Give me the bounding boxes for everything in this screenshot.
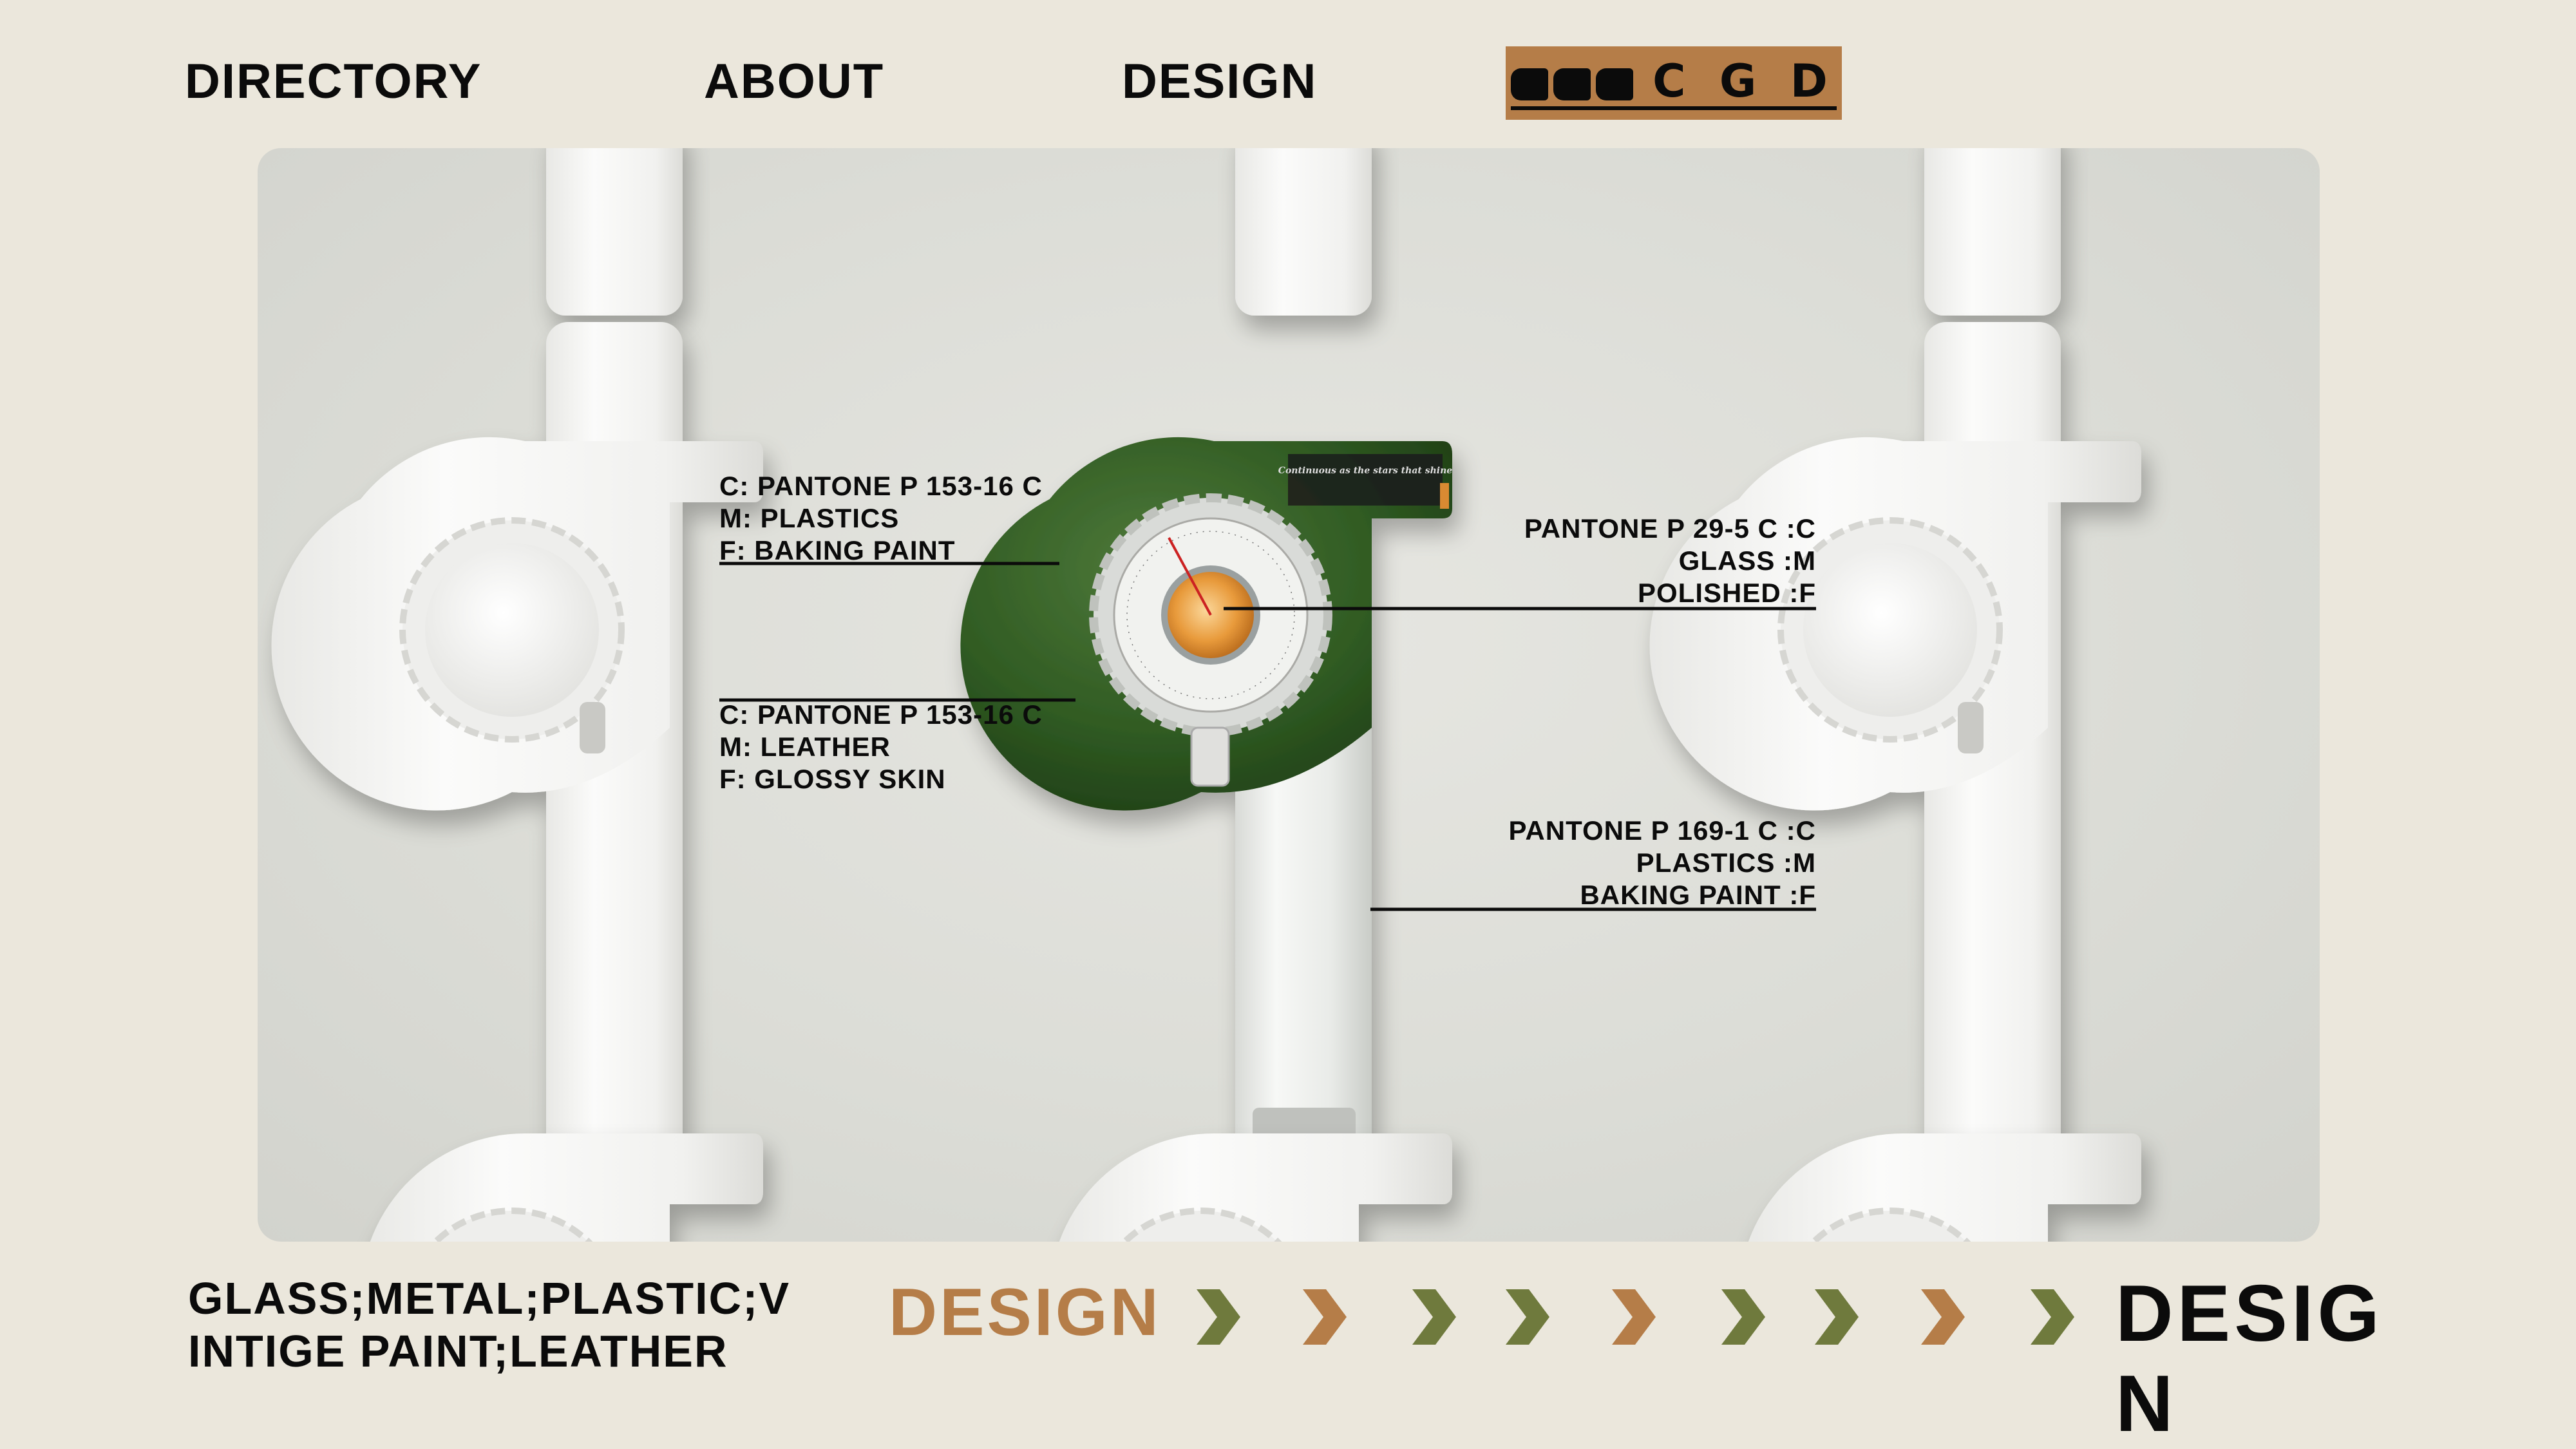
spec-line: GLASS :M [1678,545,1816,576]
spec-shell-top: C: PANTONE P 153-16 C M: PLASTICS F: BAK… [719,470,1043,567]
spec-line: F: GLOSSY SKIN [719,764,946,794]
product-middle-right [1649,322,2141,1160]
chevron-right-icon [1921,1289,1965,1345]
nav-design[interactable]: DESIGN [1122,54,1318,109]
spec-line: PLASTICS :M [1636,848,1816,878]
spec-line: C: PANTONE P 153-16 C [719,471,1043,501]
spec-handle-plastics: PANTONE P 169-1 C :C PLASTICS :M BAKING … [1509,815,1816,911]
product-render: Continuous as the stars that shine [271,148,2141,1242]
nav-about[interactable]: ABOUT [704,54,885,109]
chevron-right-icon [1612,1289,1656,1345]
logo-glyph-icon [1596,68,1634,100]
chevron-right-icon [1506,1289,1549,1345]
brand-logo[interactable]: C G D [1506,46,1842,120]
chevron-right-icon [2031,1289,2074,1345]
product-render-panel: Continuous as the stars that shine [258,148,2320,1242]
chevron-right-icon [1303,1289,1347,1345]
product-middle-left [271,322,764,1160]
design-title: DESIGN [2116,1269,2383,1448]
product-tagline: Continuous as the stars that shine [1278,466,1452,476]
chevron-right-icon [1721,1289,1765,1345]
product-top-left [546,148,683,316]
spec-line: M: LEATHER [719,732,891,762]
design-label: DESIGN [889,1275,1161,1350]
materials-line: INTIGE PAINT;LEATHER [188,1326,728,1376]
product-bottom-center [1059,1133,1452,1242]
product-bottom-right [1748,1133,2141,1242]
spec-line: POLISHED :F [1637,578,1816,608]
spec-line: PANTONE P 169-1 C :C [1508,815,1816,846]
product-top-center [1235,148,1372,316]
brand-logo-text: C G D [1653,55,1837,108]
product-bottom-left [370,1133,763,1242]
spec-line: BAKING PAINT :F [1580,880,1816,910]
brand-logo-mark: C G D [1511,56,1837,110]
chevron-right-icon [1197,1289,1240,1345]
materials-line: GLASS;METAL;PLASTIC;V [188,1273,791,1323]
spec-dial-glass: PANTONE P 29-5 C :C GLASS :M POLISHED :F [1524,513,1816,609]
product-top-right [1924,148,2061,316]
chevron-right-icon [1815,1289,1859,1345]
spec-line: C: PANTONE P 153-16 C [719,699,1043,730]
logo-glyph-icon [1511,68,1549,100]
logo-glyph-icon [1553,68,1591,100]
callout-lines [719,562,1816,911]
chevron-right-icon [1412,1289,1456,1345]
spec-shell-leather: C: PANTONE P 153-16 C M: LEATHER F: GLOS… [719,699,1043,795]
materials-list: GLASS;METAL;PLASTIC;V INTIGE PAINT;LEATH… [188,1272,790,1378]
spec-line: M: PLASTICS [719,503,900,533]
spec-line: PANTONE P 29-5 C :C [1524,513,1816,544]
spec-line: F: BAKING PAINT [719,535,956,565]
nav-directory[interactable]: DIRECTORY [185,54,482,109]
